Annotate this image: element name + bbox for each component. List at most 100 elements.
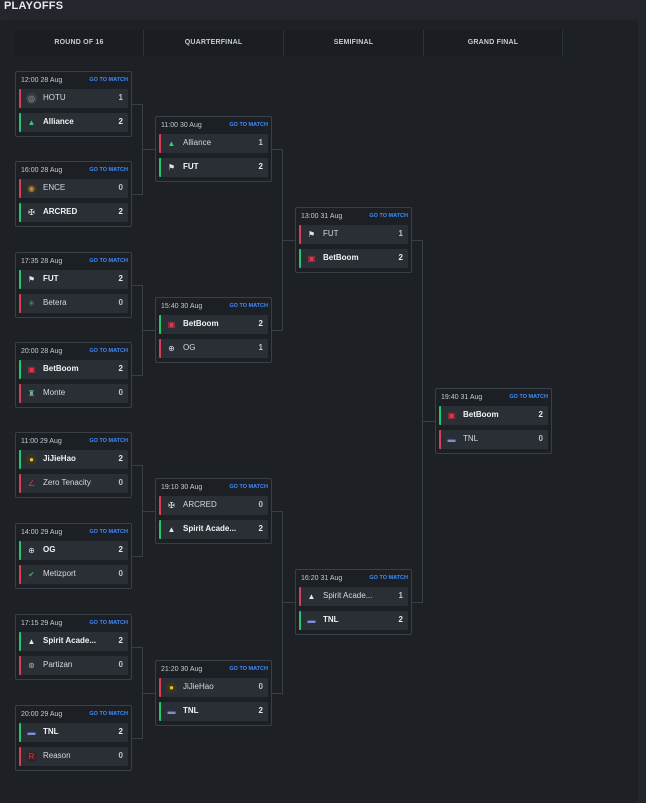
team-row[interactable]: ▲Spirit Acade...1 — [299, 587, 408, 606]
bracket-connector — [132, 647, 142, 648]
bracket-connector — [272, 149, 282, 150]
team-score: 1 — [398, 591, 403, 600]
go-to-match-link[interactable]: GO TO MATCH — [89, 711, 128, 717]
team-name: Reason — [43, 751, 71, 760]
partizan-icon: ⊛ — [28, 661, 35, 670]
team-name: HOTU — [43, 93, 66, 102]
metizport-icon: ✔ — [28, 570, 35, 579]
match-time: 20:00 — [21, 711, 39, 718]
team-name: TNL — [323, 615, 339, 624]
betboom-icon: ▣ — [307, 254, 316, 263]
hotu-icon: ◎ — [26, 93, 37, 104]
bracket-connector — [132, 194, 142, 195]
tnl-icon: ▬ — [27, 728, 36, 737]
team-row[interactable]: ▲Spirit Acade...2 — [19, 632, 128, 651]
match-date: 29 Aug — [39, 438, 62, 445]
bracket-connector — [142, 511, 155, 512]
team-score: 2 — [118, 545, 123, 554]
go-to-match-link[interactable]: GO TO MATCH — [369, 575, 408, 581]
team-row[interactable]: ▲Spirit Acade...2 — [159, 520, 268, 539]
team-name: BetBoom — [43, 364, 79, 373]
match-datetime: 20:00 29 Aug — [21, 711, 62, 718]
round-header-grand-final: GRAND FINAL — [424, 30, 563, 56]
match-date: 30 Aug — [179, 122, 202, 129]
go-to-match-link[interactable]: GO TO MATCH — [89, 77, 128, 83]
team-score: 2 — [258, 162, 263, 171]
go-to-match-link[interactable]: GO TO MATCH — [89, 167, 128, 173]
go-to-match-link[interactable]: GO TO MATCH — [229, 666, 268, 672]
go-to-match-link[interactable]: GO TO MATCH — [369, 213, 408, 219]
team-score: 0 — [118, 298, 123, 307]
go-to-match-link[interactable]: GO TO MATCH — [509, 394, 548, 400]
reason-icon: R — [26, 751, 37, 762]
team-name: Partizan — [43, 660, 73, 669]
round-header-quarterfinal: QUARTERFINAL — [144, 30, 284, 56]
match-date: 29 Aug — [40, 711, 63, 718]
bracket-connector — [132, 375, 142, 376]
bracket-connector — [412, 602, 422, 603]
fut-icon: ⚑ — [307, 230, 316, 239]
arcred-icon: ✠ — [28, 208, 35, 217]
bracket-connector — [422, 421, 435, 422]
go-to-match-link[interactable]: GO TO MATCH — [229, 484, 268, 490]
team-row[interactable]: R Reason 0 — [19, 747, 128, 766]
match-time: 11:00 — [21, 438, 38, 445]
match-date: 28 Aug — [40, 77, 63, 84]
match-datetime: 12:00 28 Aug — [21, 77, 62, 84]
team-score: 0 — [118, 751, 123, 760]
match-time: 11:00 — [161, 122, 178, 129]
match-datetime: 16:00 28 Aug — [21, 167, 62, 174]
team-score: 2 — [118, 636, 123, 645]
go-to-match-link[interactable]: GO TO MATCH — [89, 529, 128, 535]
go-to-match-link[interactable]: GO TO MATCH — [89, 438, 128, 444]
team-score: 2 — [398, 615, 403, 624]
go-to-match-link[interactable]: GO TO MATCH — [89, 258, 128, 264]
go-to-match-link[interactable]: GO TO MATCH — [229, 303, 268, 309]
match-datetime: 11:00 30 Aug — [161, 122, 202, 129]
go-to-match-link[interactable]: GO TO MATCH — [229, 122, 268, 128]
team-name: Spirit Acade... — [183, 524, 237, 533]
team-score: 1 — [258, 343, 263, 352]
match-datetime: 17:35 28 Aug — [21, 258, 62, 265]
go-to-match-link[interactable]: GO TO MATCH — [89, 620, 128, 626]
team-name: ARCRED — [43, 207, 78, 216]
match-time: 13:00 — [301, 213, 319, 220]
match-date: 31 Aug — [460, 394, 483, 401]
team-name: Spirit Acade... — [43, 636, 97, 645]
match-time: 16:00 — [21, 167, 39, 174]
team-name: Alliance — [183, 138, 212, 147]
team-score: 1 — [398, 229, 403, 238]
go-to-match-link[interactable]: GO TO MATCH — [89, 348, 128, 354]
match-date: 28 Aug — [40, 167, 63, 174]
